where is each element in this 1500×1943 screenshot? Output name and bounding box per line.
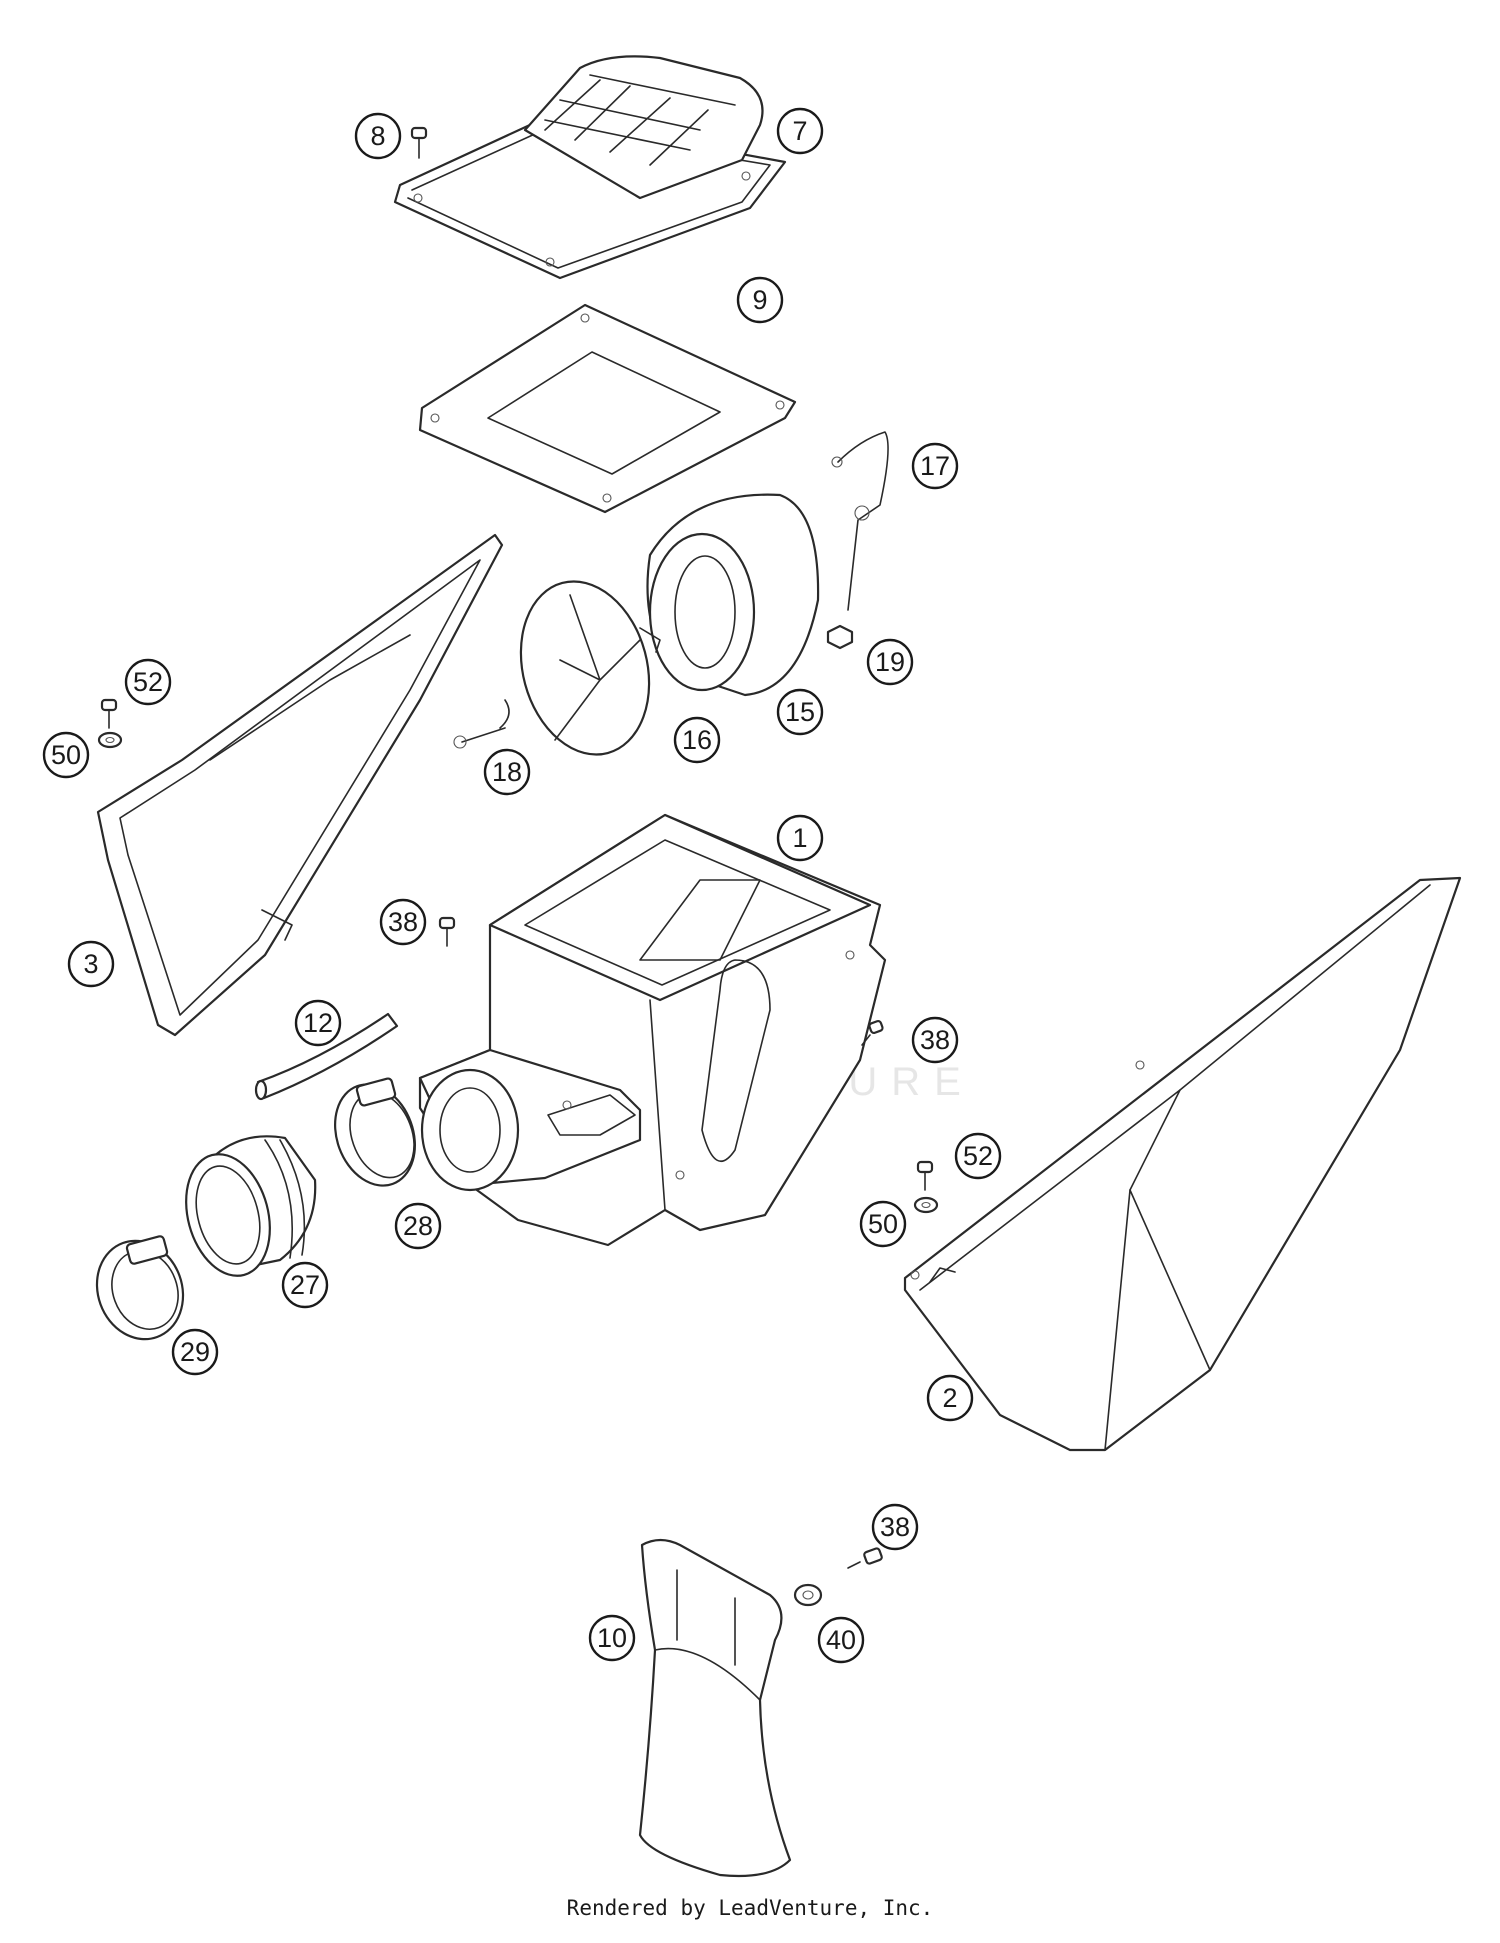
part-filter-cage (519, 580, 661, 756)
callout-28: 28 (394, 1202, 442, 1250)
part-wire-clip (831, 431, 889, 611)
svg-text:27: 27 (290, 1270, 320, 1300)
svg-text:40: 40 (826, 1625, 856, 1655)
svg-text:19: 19 (875, 647, 905, 677)
svg-text:12: 12 (303, 1008, 333, 1038)
callout-3: 3 (67, 940, 115, 988)
svg-text:2: 2 (942, 1383, 957, 1413)
part-clamp-29 (95, 1235, 185, 1341)
callout-40: 40 (817, 1616, 865, 1664)
part-gasket (418, 303, 797, 514)
svg-text:38: 38 (388, 907, 418, 937)
svg-text:16: 16 (682, 725, 712, 755)
callout-29: 29 (171, 1328, 219, 1376)
part-air-filter (646, 493, 820, 697)
callout-52-left: 52 (124, 658, 172, 706)
part-screw-52-right (916, 1160, 934, 1191)
svg-text:10: 10 (597, 1623, 627, 1653)
part-hose (254, 1012, 399, 1101)
callout-9: 9 (736, 276, 784, 324)
callout-15: 15 (776, 688, 824, 736)
part-intake-boot (185, 1135, 317, 1277)
part-washer-50-right (913, 1196, 939, 1214)
part-right-side-panel (903, 876, 1462, 1452)
svg-text:1: 1 (792, 823, 807, 853)
svg-text:18: 18 (492, 757, 522, 787)
callout-16: 16 (673, 716, 721, 764)
svg-text:8: 8 (370, 121, 385, 151)
callout-19: 19 (866, 638, 914, 686)
part-airbox-lid (393, 55, 787, 280)
part-left-side-panel (96, 533, 504, 1037)
callout-8: 8 (354, 112, 402, 160)
part-nut-19 (826, 624, 854, 650)
callout-38-mid: 38 (911, 1016, 959, 1064)
callout-12: 12 (294, 999, 342, 1047)
part-screw-38-mid (861, 1019, 884, 1046)
callout-38-bottom: 38 (871, 1503, 919, 1551)
part-airbox-body (418, 813, 887, 1247)
part-screw-52-left (100, 698, 118, 729)
callout-7: 7 (776, 107, 824, 155)
svg-text:52: 52 (133, 667, 163, 697)
svg-text:50: 50 (51, 740, 81, 770)
part-bolt-18 (453, 699, 510, 749)
part-screw-38-bottom (847, 1547, 883, 1569)
callout-50-left: 50 (42, 731, 90, 779)
svg-text:38: 38 (880, 1512, 910, 1542)
callout-27: 27 (281, 1261, 329, 1309)
svg-text:50: 50 (868, 1209, 898, 1239)
svg-text:52: 52 (963, 1141, 993, 1171)
callout-18: 18 (483, 748, 531, 796)
callout-52-right: 52 (954, 1132, 1002, 1180)
svg-text:7: 7 (792, 116, 807, 146)
part-screw-8 (410, 126, 428, 159)
callout-38-top: 38 (379, 898, 427, 946)
svg-text:29: 29 (180, 1337, 210, 1367)
render-credit: Rendered by LeadVenture, Inc. (566, 1896, 934, 1920)
callout-50-right: 50 (859, 1200, 907, 1248)
callout-10: 10 (588, 1614, 636, 1662)
part-washer-50-left (97, 731, 123, 749)
part-screw-38-top (438, 916, 456, 947)
svg-text:17: 17 (920, 451, 950, 481)
callout-2: 2 (926, 1374, 974, 1422)
svg-text:15: 15 (785, 697, 815, 727)
callout-1: 1 (776, 814, 824, 862)
callout-17: 17 (911, 442, 959, 490)
svg-text:28: 28 (403, 1211, 433, 1241)
svg-text:3: 3 (83, 949, 98, 979)
part-washer-40 (793, 1583, 823, 1607)
part-clamp-28 (334, 1077, 416, 1187)
part-mud-flap (638, 1538, 792, 1878)
svg-text:38: 38 (920, 1025, 950, 1055)
svg-text:9: 9 (752, 285, 767, 315)
